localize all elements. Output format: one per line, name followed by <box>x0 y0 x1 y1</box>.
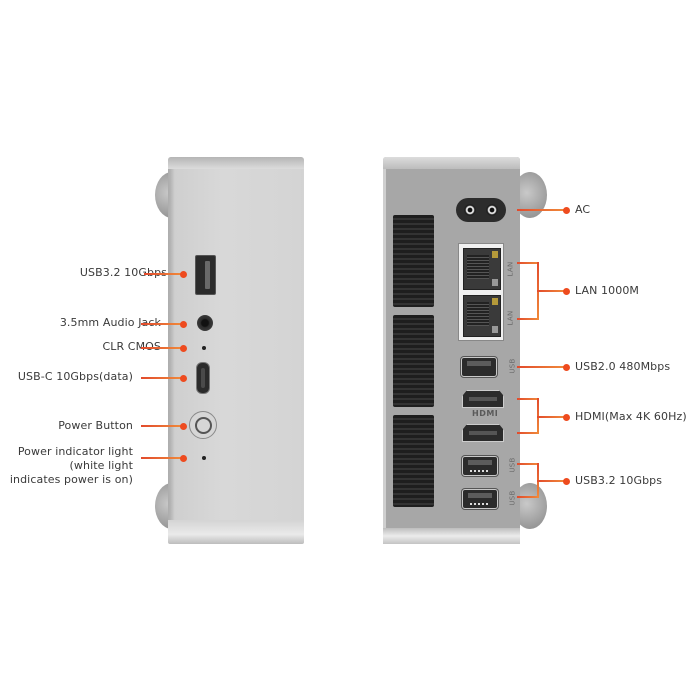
ac-pin <box>486 204 498 216</box>
callout-label-power-indicator: Power indicator light (white light indic… <box>9 445 133 486</box>
callout-dot <box>180 345 187 352</box>
front-body <box>168 157 304 544</box>
callout-line <box>517 318 539 320</box>
callout-label-usb32-front: USB3.2 10Gbps <box>79 266 167 279</box>
lan-port-block <box>458 243 504 341</box>
callout-dot <box>180 321 187 328</box>
ac-pin <box>464 204 476 216</box>
callout-line <box>517 496 539 498</box>
usb-marking: USB <box>508 457 517 473</box>
callout-dot <box>563 364 570 371</box>
front-usb-a-port <box>195 255 216 295</box>
rear-usb2-port <box>461 357 497 377</box>
callout-line <box>517 366 565 368</box>
callout-line <box>144 273 182 275</box>
vent-bottom <box>393 415 434 507</box>
callout-line <box>141 347 182 349</box>
callout-line <box>517 432 539 434</box>
callout-line <box>517 398 539 400</box>
callout-label-usb32-rear: USB3.2 10Gbps <box>575 474 663 487</box>
lan-port-1 <box>463 248 501 290</box>
callout-line <box>537 416 565 418</box>
callout-line <box>517 463 539 465</box>
callout-dot <box>563 414 570 421</box>
usb-c-port <box>196 362 210 394</box>
usb-marking: USB <box>508 490 517 506</box>
callout-dot <box>180 423 187 430</box>
hdmi-port-1 <box>462 390 504 408</box>
rear-usb32-port-1 <box>462 456 498 476</box>
power-indicator-light <box>202 456 206 460</box>
callout-line <box>517 262 539 264</box>
callout-line <box>141 425 182 427</box>
front-bottom-edge <box>168 520 304 544</box>
callout-label-usb2: USB2.0 480Mbps <box>575 360 671 373</box>
callout-dot <box>180 271 187 278</box>
lan-port-2 <box>463 295 501 337</box>
callout-label-power-button: Power Button <box>58 419 133 432</box>
callout-line <box>537 480 565 482</box>
usb-marking: USB <box>508 358 517 374</box>
callout-dot <box>563 478 570 485</box>
hdmi-logo: HDMI <box>472 409 499 418</box>
lan-marking: LAN <box>506 310 515 326</box>
rear-top-edge <box>383 157 520 169</box>
audio-jack-port <box>197 315 213 331</box>
ac-power-port <box>456 198 506 222</box>
power-button[interactable] <box>189 411 217 439</box>
clr-cmos-pin <box>202 346 206 350</box>
vent-top <box>393 215 434 307</box>
callout-line <box>141 457 182 459</box>
callout-label-lan: LAN 1000M <box>575 284 640 297</box>
callout-label-audio-jack: 3.5mm Audio Jack <box>59 316 161 329</box>
callout-label-hdmi: HDMI(Max 4K 60Hz) <box>575 410 687 423</box>
vent-middle <box>393 315 434 407</box>
rear-usb32-port-2 <box>462 489 498 509</box>
callout-label-ac: AC <box>575 203 591 216</box>
callout-label-clr-cmos: CLR CMOS <box>102 340 161 353</box>
callout-dot <box>180 455 187 462</box>
callout-line <box>537 290 565 292</box>
callout-dot <box>563 207 570 214</box>
lan-marking: LAN <box>506 261 515 277</box>
callout-line <box>141 377 182 379</box>
front-top-edge <box>168 157 304 169</box>
callout-line <box>517 209 565 211</box>
rear-bottom-edge <box>383 528 520 544</box>
hdmi-port-2 <box>462 424 504 442</box>
callout-dot <box>180 375 187 382</box>
callout-dot <box>563 288 570 295</box>
callout-line <box>141 323 182 325</box>
callout-label-usb-c: USB-C 10Gbps(data) <box>17 370 133 383</box>
